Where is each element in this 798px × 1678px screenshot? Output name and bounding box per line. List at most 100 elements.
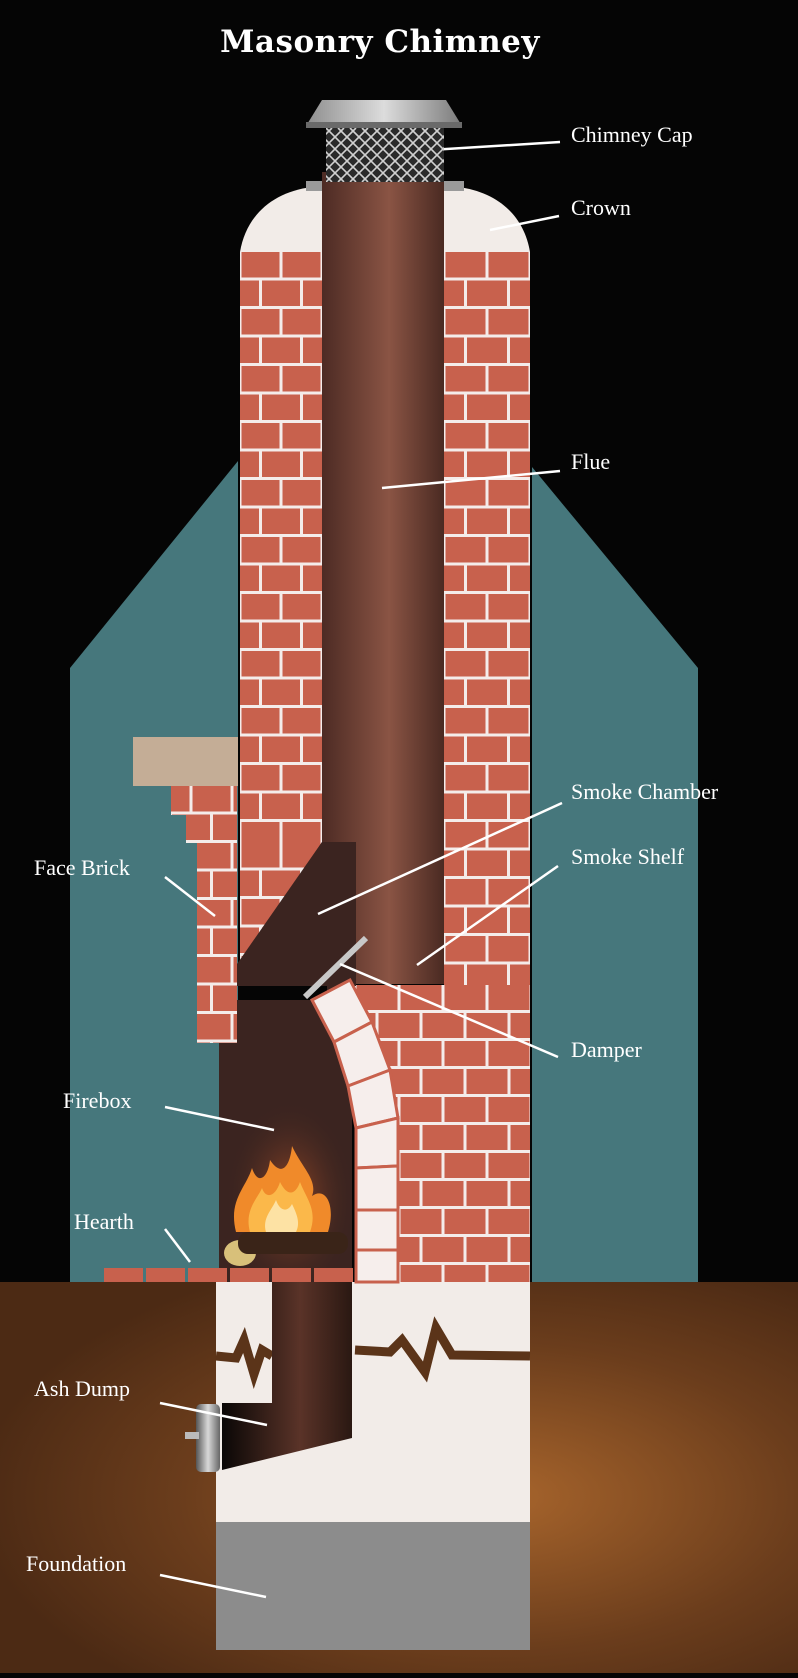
mantel-shelf bbox=[133, 737, 238, 786]
right-stack-brick bbox=[445, 594, 486, 620]
right-stack-brick bbox=[488, 423, 529, 449]
left-stack-brick bbox=[262, 451, 300, 477]
mid-stack-brick bbox=[240, 870, 259, 896]
lower-block-brick bbox=[510, 1013, 530, 1038]
right-stack-brick bbox=[510, 451, 530, 477]
lower-block-brick bbox=[400, 1153, 442, 1178]
right-stack-brick bbox=[445, 765, 486, 791]
face-brick bbox=[233, 1014, 237, 1040]
chimney-cap bbox=[306, 100, 462, 182]
face-brick bbox=[233, 843, 237, 869]
face-brick bbox=[213, 814, 237, 840]
left-stack-brick bbox=[282, 708, 321, 734]
left-stack-brick bbox=[240, 679, 259, 705]
lower-block-brick bbox=[510, 1125, 530, 1150]
left-stack-brick bbox=[303, 451, 322, 477]
right-stack-brick bbox=[467, 508, 507, 534]
label-smoke-chamber: Smoke Chamber bbox=[571, 779, 719, 804]
left-stack-brick bbox=[303, 679, 322, 705]
right-stack-brick bbox=[445, 309, 486, 335]
lining-brick bbox=[354, 1208, 400, 1252]
right-stack-brick bbox=[510, 565, 530, 591]
right-stack-brick bbox=[510, 508, 530, 534]
face-brick bbox=[213, 871, 237, 897]
right-stack-brick bbox=[467, 280, 507, 306]
leader-face-brick bbox=[164, 876, 216, 917]
left-stack-brick bbox=[241, 366, 280, 392]
right-stack-brick bbox=[488, 480, 529, 506]
lower-block-brick bbox=[400, 1041, 442, 1066]
lower-block-brick bbox=[488, 1265, 530, 1282]
label-flue: Flue bbox=[571, 449, 611, 474]
left-stack-brick bbox=[262, 793, 300, 819]
right-stack-brick bbox=[444, 793, 464, 819]
left-stack-brick bbox=[282, 309, 321, 335]
lower-block-brick bbox=[444, 1097, 486, 1122]
lower-block-brick bbox=[488, 985, 530, 1010]
lower-block-brick bbox=[488, 1153, 530, 1178]
left-stack-brick bbox=[262, 280, 300, 306]
lower-block-brick bbox=[422, 1013, 464, 1038]
right-stack-brick bbox=[445, 480, 486, 506]
leader-flue bbox=[381, 469, 561, 490]
left-stack-brick bbox=[240, 565, 259, 591]
right-stack-brick bbox=[467, 964, 507, 985]
leader-crown bbox=[489, 214, 560, 232]
leader-ash-dump bbox=[159, 1401, 268, 1427]
leader-hearth bbox=[164, 1228, 191, 1263]
right-stack-brick bbox=[488, 366, 529, 392]
hearth-brick bbox=[272, 1268, 311, 1282]
right-stack-brick bbox=[444, 736, 464, 762]
right-stack-brick bbox=[510, 964, 530, 985]
left-stack-brick bbox=[303, 622, 322, 648]
right-stack-brick bbox=[467, 907, 507, 933]
left-stack-brick bbox=[240, 736, 259, 762]
right-stack-brick bbox=[444, 508, 464, 534]
hearth-brick bbox=[188, 1268, 227, 1282]
left-stack-brick bbox=[303, 736, 322, 762]
left-stack-brick bbox=[241, 708, 280, 734]
left-stack-brick bbox=[262, 622, 300, 648]
leader-firebox bbox=[164, 1105, 275, 1132]
smoke-chamber-upper bbox=[237, 842, 356, 986]
foundation bbox=[216, 1522, 530, 1650]
right-stack-brick bbox=[488, 765, 529, 791]
left-stack-brick bbox=[240, 280, 259, 306]
lower-block-brick bbox=[422, 1181, 464, 1206]
right-stack-brick bbox=[510, 622, 530, 648]
left-stack-brick bbox=[241, 651, 280, 677]
label-face-brick: Face Brick bbox=[34, 855, 130, 880]
firebox-lining bbox=[309, 977, 400, 1284]
foundation-crack-right bbox=[354, 1316, 531, 1383]
right-stack-brick bbox=[467, 736, 507, 762]
right-stack-brick bbox=[445, 537, 486, 563]
left-stack-brick bbox=[240, 394, 259, 420]
lower-block-brick bbox=[444, 1041, 486, 1066]
lining-brick bbox=[354, 1248, 400, 1284]
left-stack-brick bbox=[303, 394, 322, 420]
left-stack-brick bbox=[241, 822, 280, 842]
right-stack-brick bbox=[510, 394, 530, 420]
chimney-cap-mesh bbox=[326, 127, 444, 182]
left-stack-brick bbox=[240, 793, 259, 819]
right-stack-brick bbox=[467, 622, 507, 648]
right-stack-brick bbox=[510, 337, 530, 363]
left-stack-brick bbox=[282, 765, 321, 791]
left-stack-brick bbox=[262, 508, 300, 534]
right-stack-brick bbox=[444, 565, 464, 591]
ash-dump-handle bbox=[185, 1432, 199, 1439]
foundation-crack bbox=[215, 1326, 275, 1390]
right-stack-brick bbox=[488, 594, 529, 620]
left-stack-brick bbox=[262, 337, 300, 363]
leader-smoke-chamber bbox=[317, 801, 563, 916]
right-stack-brick bbox=[445, 708, 486, 734]
lower-block-brick bbox=[444, 985, 486, 1010]
left-stack-brick bbox=[241, 765, 280, 791]
left-stack-brick bbox=[240, 337, 259, 363]
lower-block-brick bbox=[510, 1181, 530, 1206]
lower-block-brick bbox=[466, 1125, 508, 1150]
left-stack-brick bbox=[240, 451, 259, 477]
right-stack-brick bbox=[510, 679, 530, 705]
right-stack-brick bbox=[444, 622, 464, 648]
